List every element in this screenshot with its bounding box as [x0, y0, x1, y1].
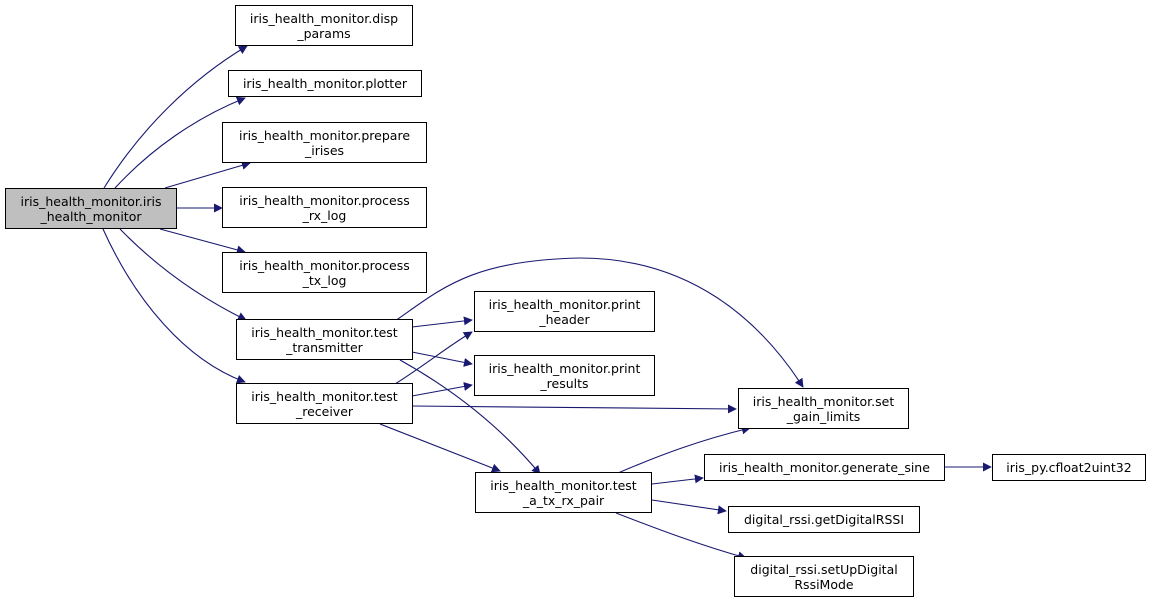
node-label-line2: _header [539, 311, 590, 327]
node-label-line2: _rx_log [302, 207, 347, 223]
edge-receiver-to-set-gain-limits [411, 404, 737, 414]
node-label-line2: _transmitter [286, 339, 363, 355]
node-print-results[interactable]: iris_health_monitor.print _results [474, 355, 655, 396]
edge-receiver-to-print-results [411, 382, 473, 397]
node-process-rx-log[interactable]: iris_health_monitor.process _rx_log [222, 187, 427, 228]
edge-root-to-test-transmitter [119, 228, 247, 321]
edge-pair-to-get-digital-rssi [651, 499, 727, 515]
node-test-a-tx-rx-pair[interactable]: iris_health_monitor.test _a_tx_rx_pair [475, 472, 652, 513]
node-label-line2: _irises [304, 142, 345, 158]
node-label-line1: iris_health_monitor.prepare [238, 127, 411, 143]
node-label-line2: _gain_limits [786, 408, 861, 424]
node-label-line1: iris_health_monitor.print [488, 360, 641, 376]
node-test-receiver[interactable]: iris_health_monitor.test _receiver [236, 383, 413, 424]
edge-root-to-prepare-irises [164, 160, 251, 189]
node-label-line1: iris_health_monitor.print [488, 296, 641, 312]
edge-pair-to-setup-digital-rssi-mode [615, 512, 747, 561]
edge-pair-to-generate-sine [651, 474, 704, 485]
edge-transmitter-to-print-header [411, 316, 473, 328]
edge-root-to-plotter [114, 96, 246, 189]
edge-root-to-process-tx-log [159, 228, 246, 255]
node-plotter[interactable]: iris_health_monitor.plotter [228, 70, 422, 97]
edge-transmitter-to-set-gain-limits [394, 257, 804, 388]
edge-root-to-test-receiver [102, 228, 246, 384]
node-prepare-irises[interactable]: iris_health_monitor.prepare _irises [222, 122, 427, 163]
node-label-line2: _results [540, 375, 589, 391]
node-label-line1: digital_rssi.getDigitalRSSI [743, 512, 905, 527]
node-generate-sine[interactable]: iris_health_monitor.generate_sine [704, 454, 945, 481]
node-disp-params[interactable]: iris_health_monitor.disp _params [235, 5, 413, 46]
edge-transmitter-to-print-results [411, 351, 473, 367]
node-test-transmitter[interactable]: iris_health_monitor.test _transmitter [236, 319, 413, 360]
node-label-line2: _params [297, 25, 351, 41]
node-set-gain-limits[interactable]: iris_health_monitor.set _gain_limits [738, 388, 909, 429]
node-label-line2: _a_tx_rx_pair [522, 492, 605, 508]
node-label-line1: iris_health_monitor.test [251, 324, 398, 340]
node-label-line1: iris_health_monitor.plotter [242, 76, 408, 91]
node-label-line2: _tx_log [302, 272, 347, 288]
node-label-line1: iris_health_monitor.process [239, 257, 410, 273]
node-label-line1: iris_health_monitor.test [251, 388, 398, 404]
node-label-line1: iris_py.cfloat2uint32 [1006, 460, 1132, 475]
node-label-line1: iris_health_monitor.generate_sine [719, 460, 930, 475]
node-label-line1: iris_health_monitor.iris [20, 193, 162, 209]
edge-receiver-to-test-pair [379, 423, 501, 473]
node-label-line1: iris_health_monitor.set [752, 393, 895, 409]
node-label-line2: _health_monitor [40, 208, 142, 224]
node-cfloat2uint32[interactable]: iris_py.cfloat2uint32 [992, 454, 1146, 481]
node-print-header[interactable]: iris_health_monitor.print _header [474, 291, 655, 332]
edge-pair-to-set-gain-limits [617, 425, 751, 474]
node-label-line1: digital_rssi.setUpDigital [750, 561, 898, 577]
edge-root-to-disp-params [103, 45, 248, 189]
node-get-digital-rssi[interactable]: digital_rssi.getDigitalRSSI [728, 506, 920, 533]
node-process-tx-log[interactable]: iris_health_monitor.process _tx_log [222, 252, 427, 293]
node-label-line1: iris_health_monitor.disp [249, 10, 399, 26]
node-label-line1: iris_health_monitor.process [239, 192, 410, 208]
node-iris-health-monitor[interactable]: iris_health_monitor.iris _health_monitor [5, 188, 177, 229]
edge-receiver-to-print-header [394, 331, 473, 385]
node-label-line1: iris_health_monitor.test [490, 477, 637, 493]
node-label-line2: RssiMode [794, 576, 854, 592]
node-label-line2: _receiver [295, 403, 354, 419]
node-setup-digital-rssi-mode[interactable]: digital_rssi.setUpDigital RssiMode [734, 556, 914, 597]
